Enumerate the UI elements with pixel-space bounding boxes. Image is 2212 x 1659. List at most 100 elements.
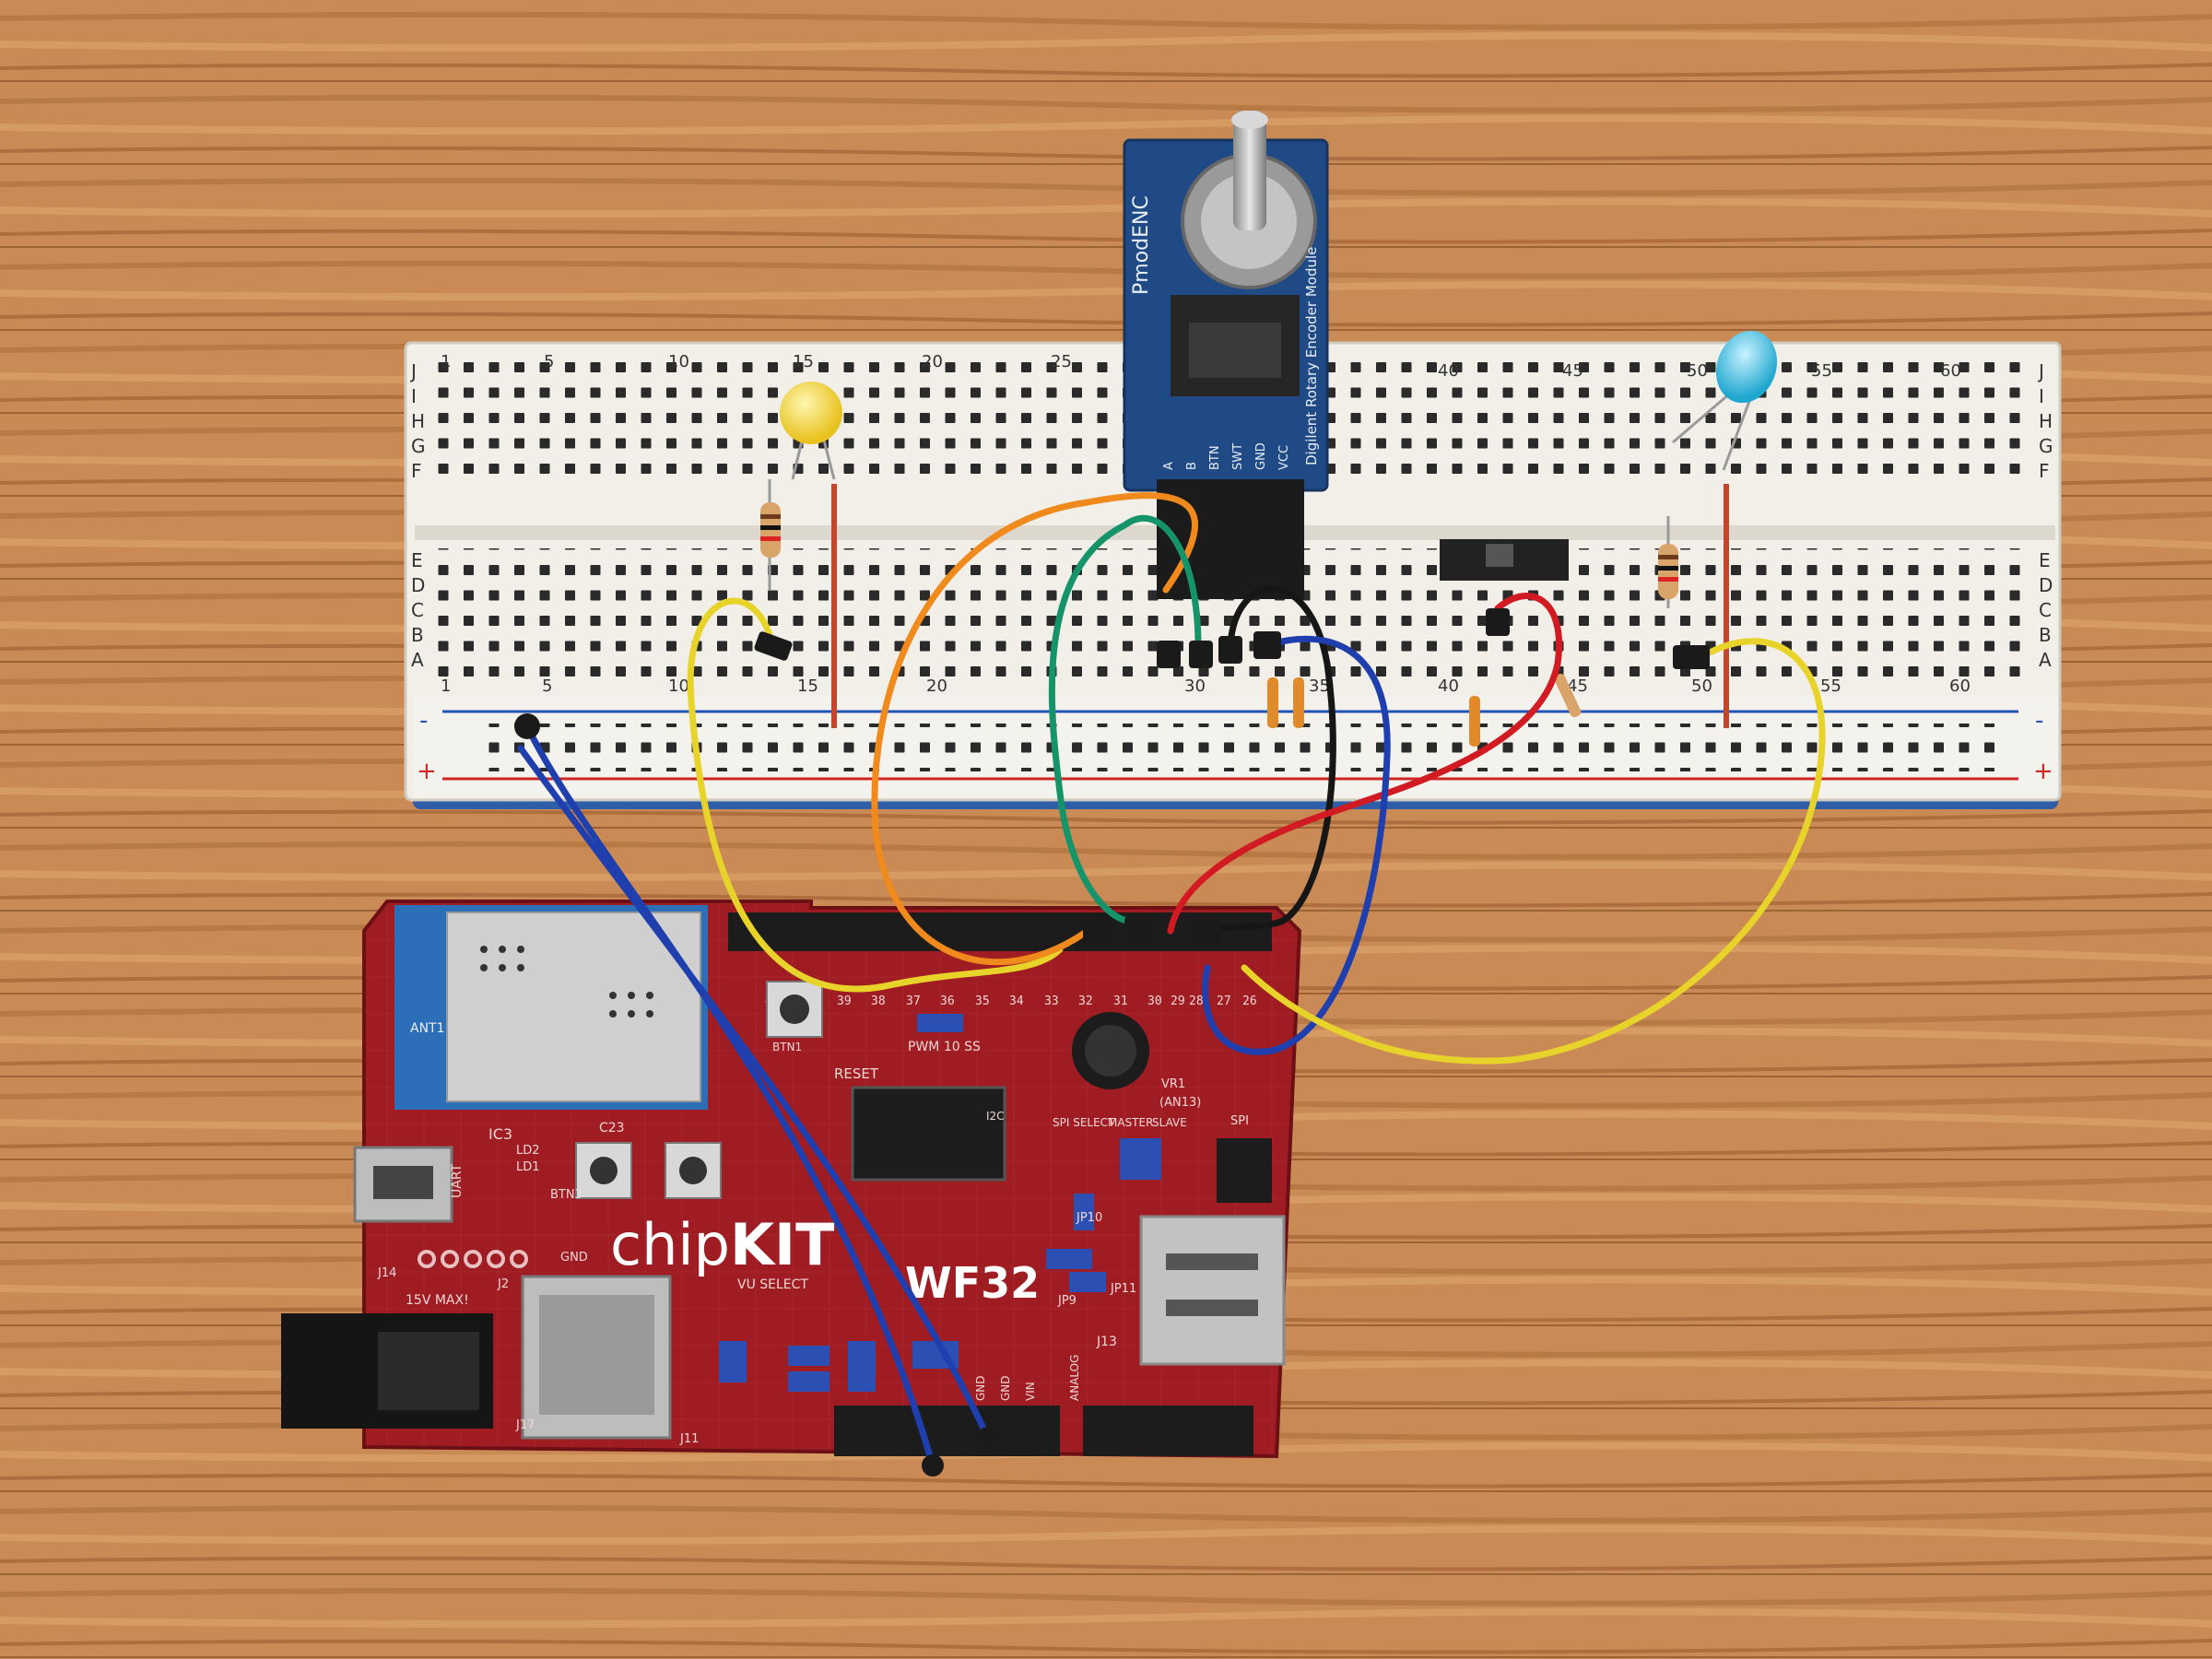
svg-text:-: -: [419, 707, 428, 735]
svg-text:F: F: [411, 460, 422, 482]
svg-text:B: B: [2039, 624, 2052, 646]
encoder-shaft-icon: [1233, 111, 1266, 230]
svg-text:35: 35: [1309, 677, 1330, 696]
row-letters-left: J I H G F E D C B A: [409, 360, 426, 671]
svg-text:E: E: [2039, 549, 2051, 571]
svg-text:50: 50: [1687, 361, 1708, 381]
svg-text:J13: J13: [1096, 1335, 1117, 1349]
resistor-left: [760, 479, 781, 590]
svg-text:J: J: [409, 360, 417, 382]
svg-text:50: 50: [1691, 677, 1712, 696]
svg-text:JP9: JP9: [1057, 1294, 1077, 1308]
reset-button[interactable]: [766, 981, 823, 1038]
yellow-led: [780, 382, 842, 480]
chipkit-board: ANT1 IC3 41 40 39 38 37 36 35 34 33 32 3…: [281, 900, 1302, 1459]
svg-text:27: 27: [1217, 994, 1231, 1008]
svg-text:D: D: [411, 574, 425, 596]
wire-yellow-left: [687, 597, 1064, 993]
svg-text:VU SELECT: VU SELECT: [737, 1277, 808, 1292]
svg-text:RESET: RESET: [834, 1065, 879, 1082]
svg-text:J14: J14: [377, 1266, 396, 1280]
module-subtitle: Digilent Rotary Encoder Module: [1303, 247, 1320, 465]
wire-yellow-right: [1241, 638, 1826, 1065]
svg-text:55: 55: [1820, 677, 1841, 696]
svg-text:VCC: VCC: [1277, 445, 1291, 470]
svg-text:LD2: LD2: [516, 1144, 540, 1158]
svg-text:38: 38: [871, 994, 886, 1008]
svg-text:5: 5: [544, 352, 554, 371]
svg-text:MASTER: MASTER: [1108, 1116, 1153, 1129]
svg-text:C23: C23: [599, 1121, 625, 1135]
module-name: PmodENC: [1130, 195, 1153, 295]
wire-orange: [871, 492, 1199, 966]
digital-header: [728, 912, 1272, 951]
svg-text:32: 32: [1078, 994, 1093, 1008]
svg-text:36: 36: [940, 994, 955, 1008]
row-letters-right: J I H G F E D C B A: [2037, 360, 2053, 671]
svg-text:45: 45: [1567, 677, 1588, 696]
svg-text:I: I: [2039, 385, 2044, 407]
spi-jumpers[interactable]: [1120, 1138, 1161, 1180]
rail-signs: - + - +: [417, 707, 2053, 785]
svg-text:1: 1: [441, 352, 451, 371]
svg-text:A: A: [2039, 649, 2052, 671]
svg-text:15: 15: [793, 352, 814, 371]
wire-green: [1048, 514, 1202, 925]
svg-text:15V MAX!: 15V MAX!: [406, 1293, 469, 1308]
svg-text:VR1: VR1: [1161, 1077, 1185, 1091]
svg-text:55: 55: [1811, 361, 1832, 381]
analog-header: [1083, 1406, 1253, 1456]
wire-blue-left-2: [517, 745, 992, 1441]
svg-text:SPI SELECT: SPI SELECT: [1053, 1116, 1115, 1129]
column-numbers-top: 1 5 10 15 20 25 40 45 50 55 60: [441, 352, 1961, 381]
svg-text:I2C: I2C: [986, 1110, 1005, 1123]
svg-text:ANT1: ANT1: [410, 1021, 445, 1036]
svg-text:(AN13): (AN13): [1159, 1096, 1201, 1110]
svg-text:34: 34: [1009, 994, 1024, 1008]
svg-text:F: F: [2039, 460, 2050, 482]
svg-text:B: B: [411, 624, 424, 646]
svg-text:-: -: [2035, 707, 2043, 735]
svg-text:15: 15: [797, 677, 818, 696]
svg-text:UART: UART: [450, 1163, 465, 1198]
svg-text:+: +: [417, 758, 437, 785]
svg-text:J17: J17: [515, 1418, 535, 1432]
svg-text:5: 5: [542, 677, 552, 696]
svg-text:H: H: [411, 410, 425, 432]
svg-text:BTN: BTN: [1208, 445, 1222, 470]
svg-text:J11: J11: [679, 1432, 699, 1446]
svg-text:28: 28: [1189, 994, 1204, 1008]
svg-text:10: 10: [668, 352, 689, 371]
svg-text:LD1: LD1: [516, 1160, 540, 1174]
svg-text:BTN3: BTN3: [550, 1188, 582, 1202]
brand-logo: chipKIT: [610, 1211, 834, 1278]
svg-text:39: 39: [837, 994, 852, 1008]
svg-text:JP10: JP10: [1076, 1211, 1102, 1225]
small-resistors: [1267, 674, 1582, 747]
rotary-encoder-module: PmodENC Digilent Rotary Encoder Module A…: [1123, 111, 1329, 599]
svg-text:45: 45: [1562, 361, 1583, 381]
wire-red: [1167, 593, 1562, 935]
column-numbers-bottom: 1 5 10 15 20 30 35 40 45 50 55 60: [441, 677, 1971, 696]
svg-text:37: 37: [906, 994, 921, 1008]
svg-text:D: D: [2039, 574, 2053, 596]
config-jumpers[interactable]: [719, 1194, 1106, 1392]
power-rail-holes: [479, 724, 2000, 771]
svg-text:30: 30: [1184, 677, 1206, 696]
svg-text:PWM 10 SS: PWM 10 SS: [908, 1040, 981, 1054]
svg-text:JP11: JP11: [1110, 1282, 1136, 1296]
svg-text:SLAVE: SLAVE: [1152, 1116, 1187, 1129]
wire-blue-right: [1202, 635, 1391, 1055]
svg-text:40: 40: [1438, 677, 1459, 696]
wire-plugs: [514, 608, 1710, 1477]
svg-text:1: 1: [441, 677, 451, 696]
module-pin-header: [1157, 479, 1304, 599]
svg-text:J2: J2: [497, 1277, 509, 1291]
power-header: [834, 1406, 1060, 1456]
svg-text:GND: GND: [974, 1375, 987, 1401]
svg-text:C: C: [411, 599, 424, 621]
svg-text:G: G: [411, 435, 426, 457]
blue-led: [1672, 330, 1778, 471]
usb-a-port[interactable]: [1139, 1215, 1286, 1366]
